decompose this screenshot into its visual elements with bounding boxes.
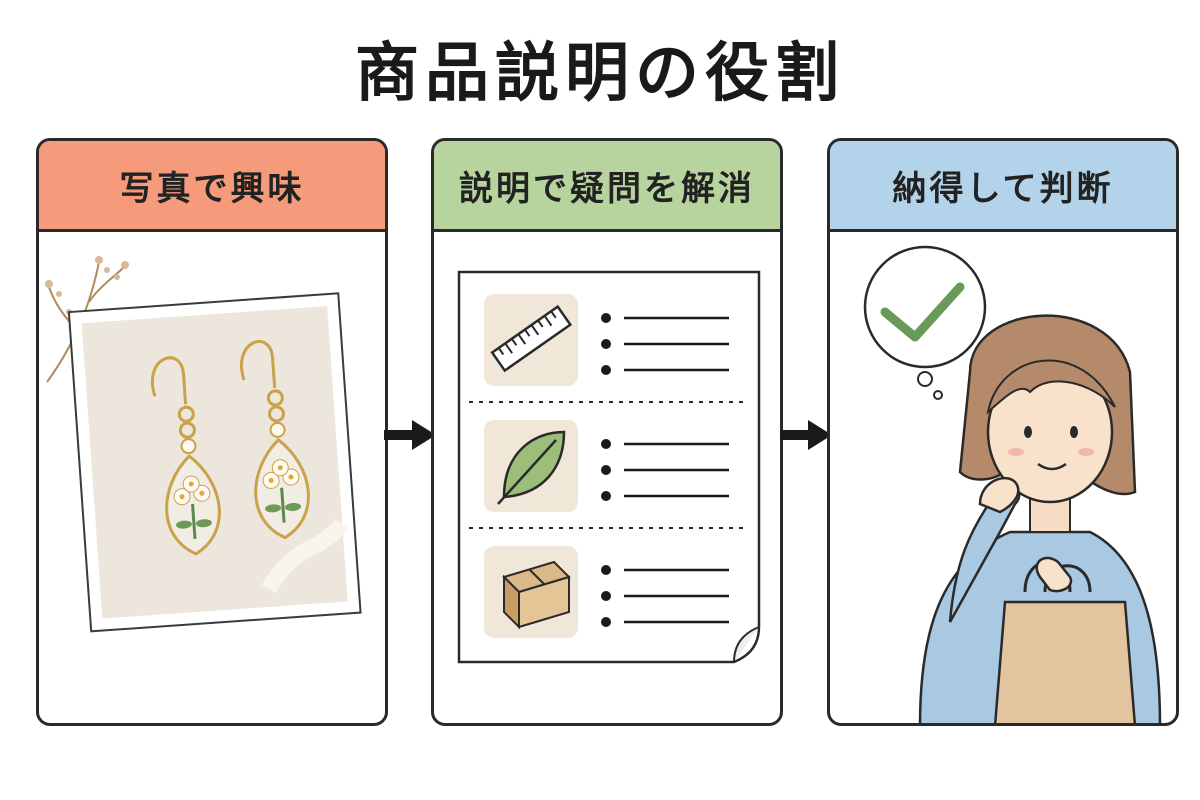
panel-body-explanation [434,232,780,723]
package-icon [484,546,578,638]
panel-header-photo: 写真で興味 [39,141,385,232]
leaf-icon [484,420,578,512]
panel-explanation: 説明で疑問を解消 [431,138,783,726]
ruler-icon [484,294,578,386]
panel-header-explanation: 説明で疑問を解消 [434,141,780,232]
panel-body-photo [39,232,385,723]
panel-body-decision [830,232,1176,723]
arrow-right-icon [780,420,832,450]
woman-with-shopping-bag [918,314,1162,723]
panel-header-decision: 納得して判断 [830,141,1176,232]
panel-photo-interest: 写真で興味 [36,138,388,726]
page-title: 商品説明の役割 [355,37,845,111]
earrings-photo [67,292,362,633]
checkmark-thought-bubble-icon [863,245,987,400]
panel-decision: 納得して判断 [827,138,1179,726]
arrow-right-icon [384,420,436,450]
